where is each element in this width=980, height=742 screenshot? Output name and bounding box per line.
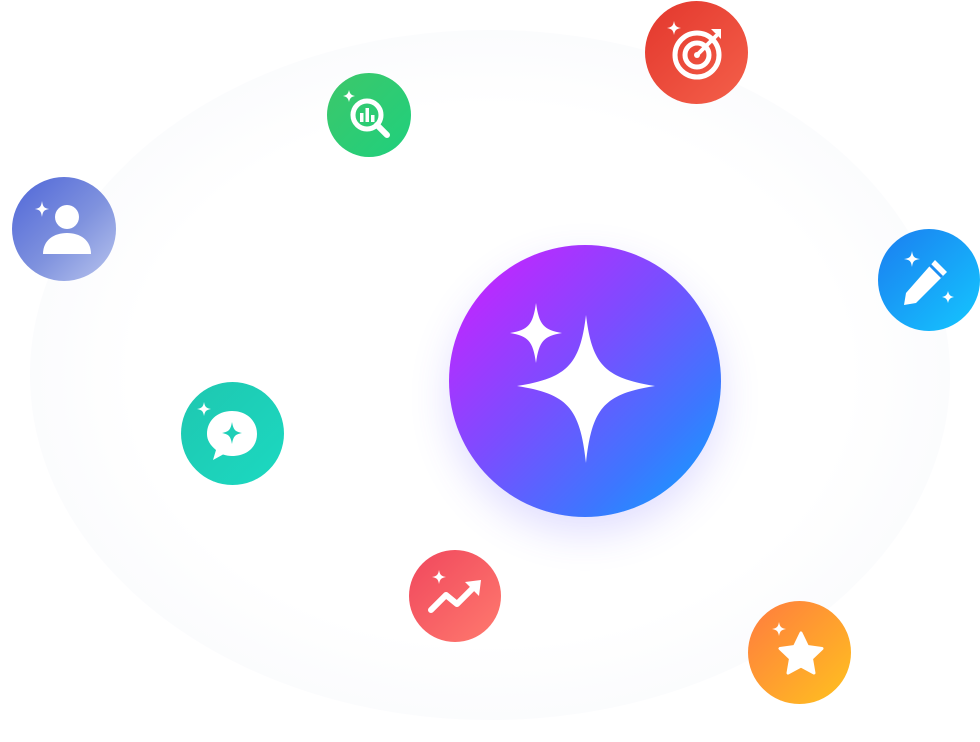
ai-sparkles-hub[interactable] <box>449 245 721 517</box>
chat-bubble[interactable] <box>181 382 284 485</box>
target-bubble[interactable] <box>645 1 748 104</box>
sparkles-icon <box>510 303 655 463</box>
analytics-bubble[interactable] <box>327 73 411 157</box>
user-bubble[interactable] <box>12 177 116 281</box>
favorite-bubble[interactable] <box>748 601 851 704</box>
pencil-icon <box>904 251 954 305</box>
target-icon <box>667 21 722 80</box>
analytics-search-icon <box>343 90 390 138</box>
user-icon <box>35 201 91 254</box>
trend-up-icon <box>428 570 481 613</box>
write-bubble[interactable] <box>878 229 980 331</box>
star-icon <box>772 622 824 675</box>
chat-sparkle-icon <box>197 402 257 460</box>
growth-bubble[interactable] <box>409 550 501 642</box>
